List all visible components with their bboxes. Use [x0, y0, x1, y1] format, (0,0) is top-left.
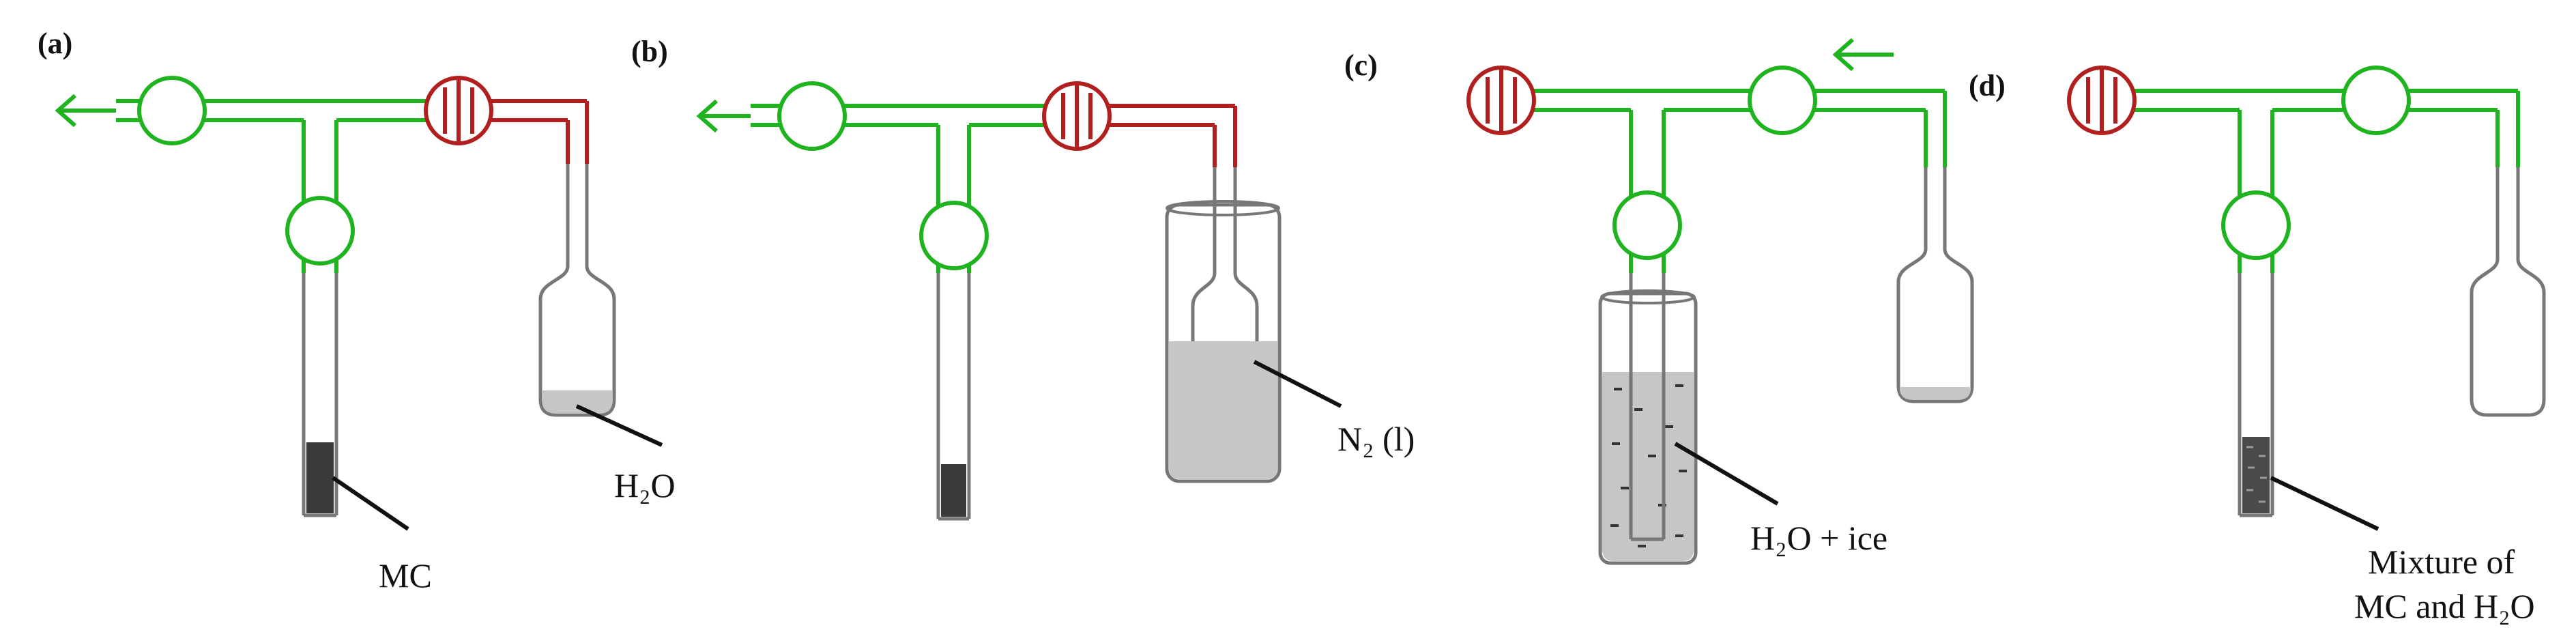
manifold-tube — [2112, 89, 2520, 273]
callout-line-n2 — [1253, 360, 1342, 408]
water-level — [1900, 387, 1971, 400]
flow-arrow-icon — [1832, 38, 1894, 72]
panel-label-b: (b) — [631, 35, 668, 68]
sample-mc — [941, 464, 966, 517]
ice-bath — [1598, 289, 1698, 565]
callout-h2o-a: H₂O — [614, 466, 676, 504]
callout-line-mc — [332, 476, 409, 531]
sample-mixture — [2242, 437, 2270, 513]
cold-flask — [1191, 167, 1259, 341]
panel-d: (d) — [1969, 66, 2546, 625]
panel-a: (a) — [38, 27, 676, 595]
panel-label-a: (a) — [38, 27, 72, 60]
callout-n2: N₂ (l) — [1337, 420, 1415, 458]
manifold-tube — [1511, 89, 1947, 273]
callout-mixture-line2: MC and H₂O — [2354, 587, 2535, 625]
open-valve-icon — [919, 201, 989, 270]
panel-label-c: (c) — [1344, 48, 1378, 82]
panel-c: (c) — [1344, 38, 1974, 565]
flow-arrow-icon — [696, 99, 751, 133]
water-level — [542, 390, 613, 414]
closed-valve-icon — [2067, 66, 2137, 135]
closed-valve-icon — [1466, 66, 1536, 135]
open-valve-icon — [777, 81, 847, 151]
sample-tube — [302, 273, 338, 517]
sample-mc — [306, 442, 334, 513]
red-tube — [1092, 104, 1237, 167]
sample-tube — [2238, 273, 2274, 517]
closed-valve-icon — [1042, 81, 1112, 151]
open-valve-icon — [137, 76, 207, 145]
panel-label-d: (d) — [1969, 69, 2006, 102]
callout-line-h2o — [575, 404, 663, 447]
open-valve-icon — [2221, 190, 2291, 260]
panel-b: (b) — [631, 35, 1415, 521]
water-flask — [1896, 167, 1974, 403]
open-valve-icon — [285, 196, 355, 266]
open-valve-icon — [1612, 190, 1682, 260]
flow-arrow-icon — [55, 94, 116, 128]
dewar — [1165, 200, 1282, 483]
callout-mc: MC — [379, 556, 432, 595]
callout-line-mixture — [2270, 476, 2379, 531]
closed-valve-icon — [424, 76, 493, 145]
sample-tube — [1629, 273, 1666, 541]
callout-mixture-line1: Mixture of — [2368, 543, 2515, 581]
open-valve-icon — [1748, 66, 1817, 135]
sample-tube — [936, 273, 971, 521]
water-flask — [538, 164, 616, 417]
water-flask-empty — [2470, 167, 2546, 417]
callout-line-ice — [1674, 442, 1779, 506]
open-valve-icon — [2341, 66, 2411, 135]
callout-h2o-ice: H₂O + ice — [1750, 519, 1887, 557]
